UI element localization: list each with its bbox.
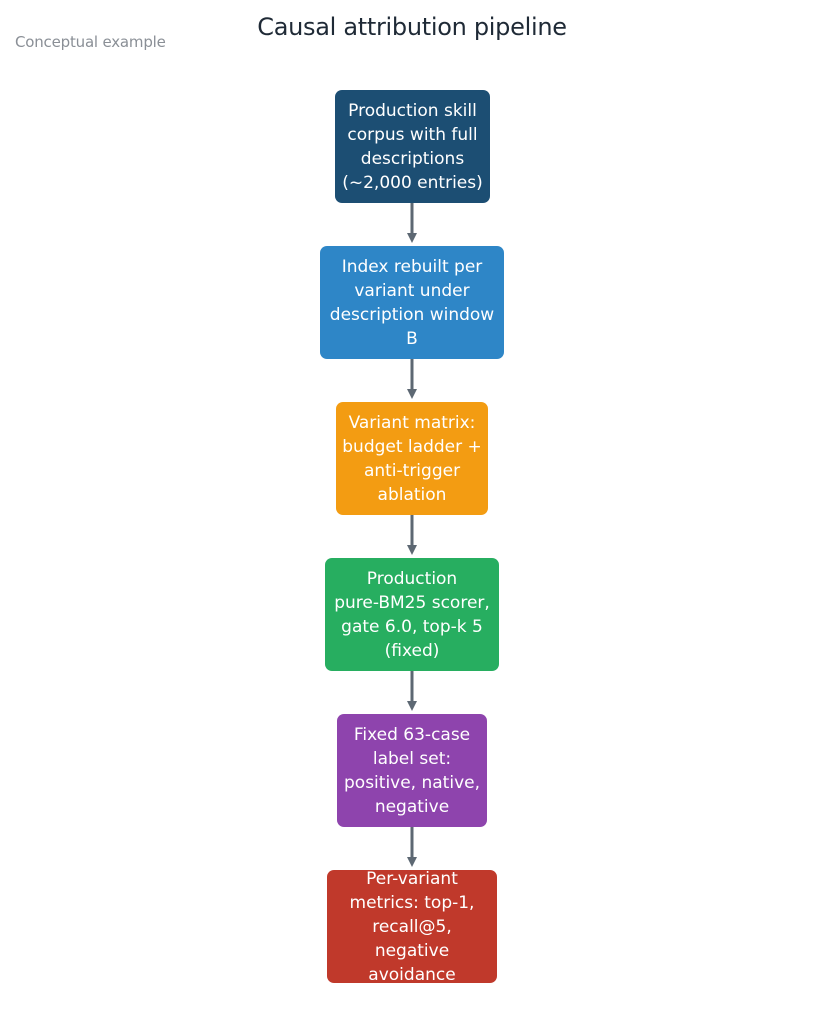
node-label-line: variant under bbox=[354, 280, 470, 301]
node-label-line: label set: bbox=[372, 748, 452, 769]
node-label: Index rebuilt per variant under descriptio… bbox=[330, 255, 494, 351]
node-label-line: recall@5, negative bbox=[372, 916, 452, 961]
node-n2: Index rebuilt per variant under descriptio… bbox=[320, 246, 504, 359]
node-label-line: descriptions bbox=[360, 148, 465, 169]
node-label-line: (~2,000 entries) bbox=[342, 172, 483, 193]
node-label-line: budget ladder + bbox=[342, 436, 482, 457]
node-n4: Production pure-BM25 scorer, gate 6.0, top… bbox=[325, 558, 499, 671]
node-label-line: Variant matrix: bbox=[348, 412, 476, 433]
node-label: Fixed 63-case label set: positive, native,… bbox=[344, 723, 480, 819]
node-label-line: Per-variant bbox=[366, 868, 458, 889]
node-label-line: Fixed 63-case bbox=[353, 724, 471, 745]
node-label-line: negative bbox=[374, 796, 450, 817]
node-label-line: gate 6.0, top-k 5 bbox=[341, 616, 483, 637]
node-label-line: Index rebuilt per bbox=[341, 256, 483, 277]
node-label-line: Production bbox=[366, 568, 458, 589]
node-label-line: metrics: top-1, bbox=[349, 892, 475, 913]
node-label-line: avoidance bbox=[368, 964, 456, 985]
node-label-line: corpus with full bbox=[347, 124, 478, 145]
diagram-title: Causal attribution pipeline bbox=[257, 13, 567, 41]
node-label: Production skill corpus with full descript… bbox=[342, 99, 483, 195]
node-label-line: ablation bbox=[377, 484, 447, 505]
node-label-line: positive, native, bbox=[344, 772, 480, 793]
node-label-line: anti-trigger bbox=[363, 460, 461, 481]
node-label-line: (fixed) bbox=[384, 640, 440, 661]
node-n1: Production skill corpus with full descript… bbox=[335, 90, 490, 203]
node-label: Per-variant metrics: top-1, recall@5, nega… bbox=[333, 867, 491, 987]
node-label-line: B bbox=[406, 328, 418, 349]
node-label-line: description window bbox=[329, 304, 495, 325]
node-n5: Fixed 63-case label set: positive, native,… bbox=[337, 714, 487, 827]
node-n3: Variant matrix: budget ladder + anti-trigg… bbox=[336, 402, 488, 515]
node-n6: Per-variant metrics: top-1, recall@5, nega… bbox=[327, 869, 497, 985]
node-label-line: pure-BM25 scorer, bbox=[334, 592, 490, 613]
node-label: Production pure-BM25 scorer, gate 6.0, top… bbox=[334, 567, 490, 663]
diagram-subtitle: Conceptual example bbox=[15, 33, 166, 51]
node-label: Variant matrix: budget ladder + anti-trigg… bbox=[342, 411, 482, 507]
node-label-line: Production skill bbox=[348, 100, 477, 121]
